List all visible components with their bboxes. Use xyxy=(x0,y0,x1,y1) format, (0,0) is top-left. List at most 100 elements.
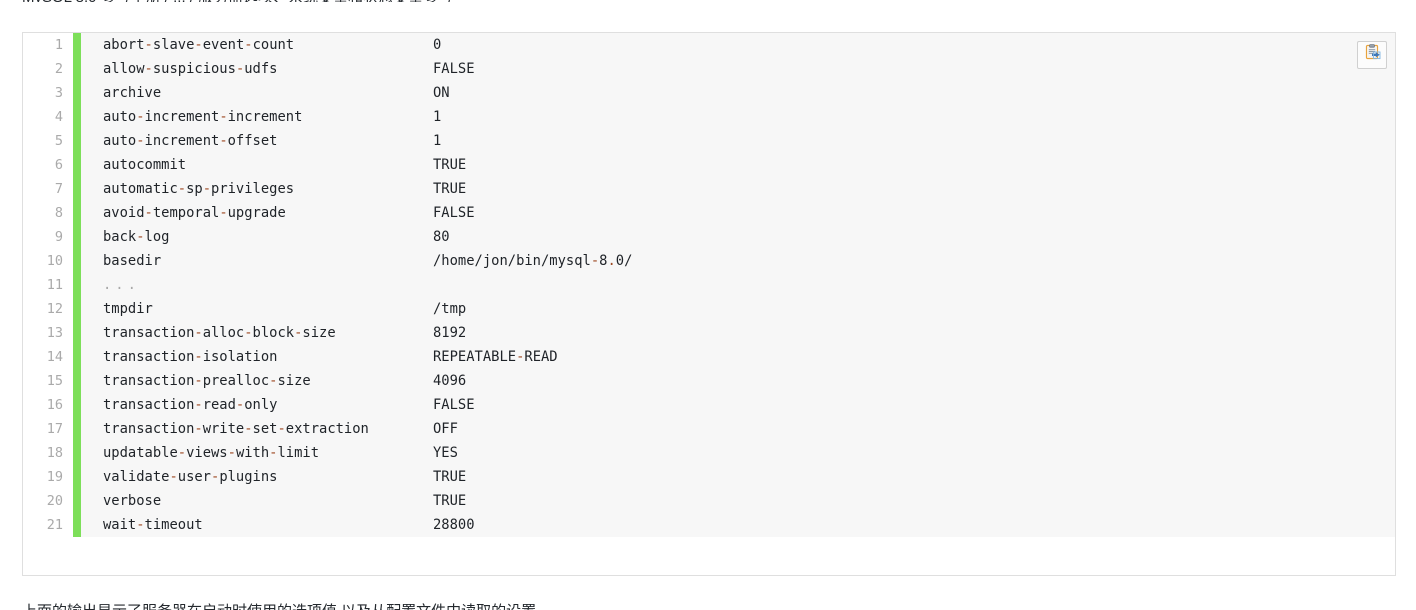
option-value: 0 xyxy=(433,37,441,53)
line-number: 1 xyxy=(23,33,73,57)
option-name: transaction-alloc-block-size xyxy=(103,321,433,345)
name-token: isolation xyxy=(202,349,278,365)
name-token: transaction xyxy=(103,373,195,389)
option-value: 4096 xyxy=(433,373,466,389)
ellipsis-marker: ... xyxy=(103,277,140,293)
value-token: 8192 xyxy=(433,325,467,341)
separator-token: - xyxy=(194,37,203,53)
code-line-row: 10 basedir/home/jon/bin/mysql-8.0/ xyxy=(23,249,1395,273)
accent-bar xyxy=(73,201,81,225)
separator-token: - xyxy=(235,61,245,77)
line-number: 2 xyxy=(23,57,73,81)
value-token: 80 xyxy=(433,229,450,245)
option-value: FALSE xyxy=(433,397,475,413)
code-line-content[interactable]: basedir/home/jon/bin/mysql-8.0/ xyxy=(81,249,1395,273)
value-token: YES xyxy=(433,445,458,461)
code-line-content[interactable]: tmpdir/tmp xyxy=(81,297,1395,321)
name-token: user xyxy=(177,469,211,485)
separator-token: - xyxy=(219,205,228,221)
separator-token: - xyxy=(177,181,187,197)
option-name: allow-suspicious-udfs xyxy=(103,57,433,81)
option-name: auto-increment-increment xyxy=(103,105,433,129)
code-line-content[interactable]: ... xyxy=(81,273,1395,297)
separator-token: - xyxy=(516,349,525,365)
accent-bar xyxy=(73,513,81,537)
name-token: wait xyxy=(103,517,137,533)
value-token: OFF xyxy=(433,421,458,437)
separator-token: - xyxy=(219,133,228,149)
option-value: 28800 xyxy=(433,517,475,533)
separator-token: - xyxy=(194,325,203,341)
value-token: ON xyxy=(433,85,450,101)
name-token: transaction xyxy=(103,397,195,413)
value-token: 8 xyxy=(599,253,608,269)
name-token: block xyxy=(252,325,295,341)
separator-token: - xyxy=(244,37,253,53)
name-token: slave xyxy=(152,37,195,53)
separator-token: - xyxy=(269,373,278,389)
value-token: /home/jon/bin/mysql xyxy=(433,253,591,269)
line-number: 12 xyxy=(23,297,73,321)
line-number: 6 xyxy=(23,153,73,177)
name-token: only xyxy=(244,397,278,413)
name-token: alloc xyxy=(202,325,245,341)
accent-bar xyxy=(73,273,81,297)
name-token: count xyxy=(252,37,295,53)
name-token: sp xyxy=(186,181,203,197)
separator-token: - xyxy=(194,373,203,389)
separator-token: . xyxy=(607,253,616,269)
line-number: 8 xyxy=(23,201,73,225)
option-name: basedir xyxy=(103,249,433,273)
name-token: event xyxy=(202,37,245,53)
value-token: FALSE xyxy=(433,205,475,221)
option-name: auto-increment-offset xyxy=(103,129,433,153)
option-value: 80 xyxy=(433,229,450,245)
option-name: avoid-temporal-upgrade xyxy=(103,201,433,225)
option-value: FALSE xyxy=(433,205,475,221)
line-number: 16 xyxy=(23,393,73,417)
line-number: 9 xyxy=(23,225,73,249)
breadcrumb-text: MySQL 8.0 参考手册 / ... / 服务器选项、系统变量和状态变量参考 xyxy=(22,0,453,2)
value-token: TRUE xyxy=(433,181,467,197)
accent-bar xyxy=(73,465,81,489)
name-token: increment xyxy=(144,109,220,125)
separator-token: - xyxy=(219,109,228,125)
line-number: 4 xyxy=(23,105,73,129)
line-number: 13 xyxy=(23,321,73,345)
copy-button[interactable] xyxy=(1357,41,1387,69)
name-token: set xyxy=(252,421,278,437)
line-number: 10 xyxy=(23,249,73,273)
option-name: archive xyxy=(103,81,433,105)
value-token: 1 xyxy=(433,133,442,149)
accent-bar xyxy=(73,297,81,321)
option-value: OFF xyxy=(433,421,458,437)
value-token: 4096 xyxy=(433,373,467,389)
name-token: upgrade xyxy=(227,205,286,221)
name-token: auto xyxy=(103,109,137,125)
